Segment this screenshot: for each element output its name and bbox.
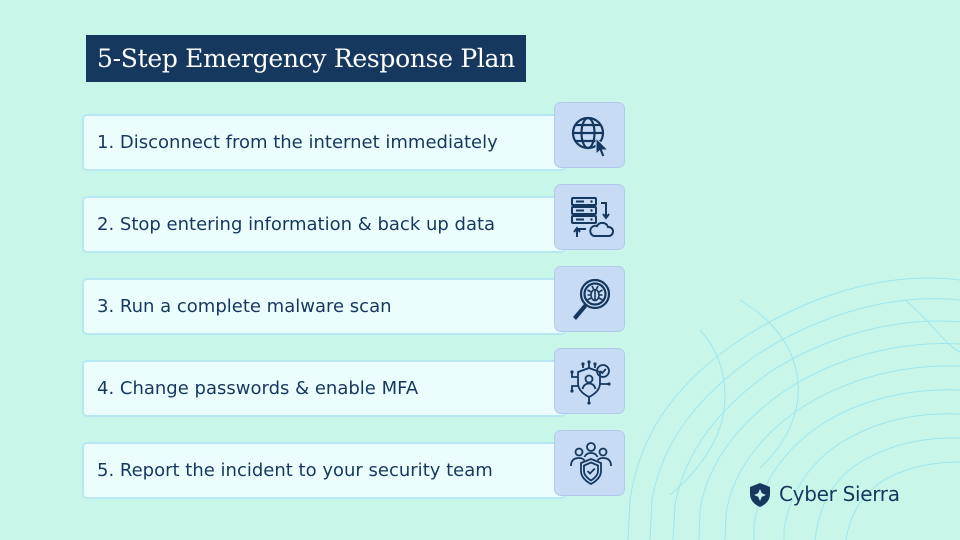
server-cloud-backup-icon: [571, 197, 614, 237]
step-2: 2. Stop entering information & back up d…: [82, 184, 625, 253]
step-3: 3. Run a complete malware scan: [82, 266, 625, 335]
shield-star-icon: [750, 483, 770, 507]
step-label: 1. Disconnect from the internet immediat…: [97, 132, 498, 153]
step-icon-tile: [554, 430, 625, 496]
step-card: 4. Change passwords & enable MFA: [82, 360, 566, 417]
team-shield-icon: [570, 442, 612, 486]
step-card: 1. Disconnect from the internet immediat…: [82, 114, 566, 171]
step-icon-tile: [554, 348, 625, 414]
step-label: 3. Run a complete malware scan: [97, 296, 392, 317]
brand-name: Cyber Sierra: [779, 482, 900, 506]
step-icon-tile: [554, 102, 625, 168]
step-label: 5. Report the incident to your security …: [97, 460, 493, 481]
step-icon-tile: [554, 184, 625, 250]
step-label: 2. Stop entering information & back up d…: [97, 214, 496, 235]
step-card: 3. Run a complete malware scan: [82, 278, 566, 335]
step-5: 5. Report the incident to your security …: [82, 430, 625, 499]
shield-user-check-icon: [570, 360, 611, 405]
step-1: 1. Disconnect from the internet immediat…: [82, 102, 625, 171]
globe-cursor-icon: [571, 116, 610, 158]
cyber-sierra-logo: Cyber Sierra: [748, 480, 918, 510]
step-card: 5. Report the incident to your security …: [82, 442, 566, 499]
page-title: 5-Step Emergency Response Plan: [86, 35, 526, 82]
step-card: 2. Stop entering information & back up d…: [82, 196, 566, 253]
magnifier-bug-icon: [573, 278, 611, 320]
step-label: 4. Change passwords & enable MFA: [97, 378, 419, 399]
step-4: 4. Change passwords & enable MFA: [82, 348, 625, 417]
step-icon-tile: [554, 266, 625, 332]
